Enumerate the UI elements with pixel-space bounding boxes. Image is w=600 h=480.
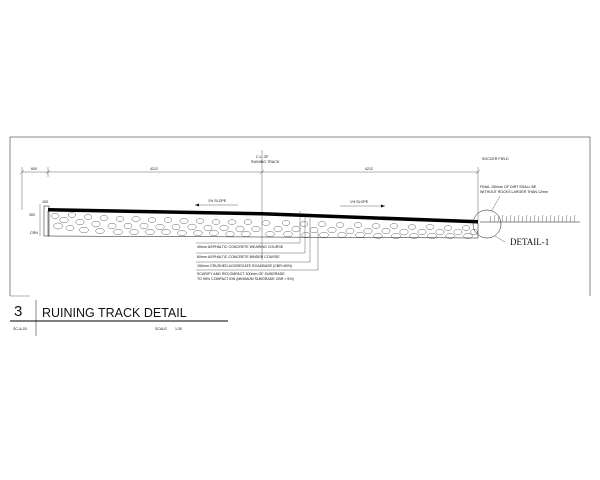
detail-callout-label: DETAIL-1: [510, 237, 549, 247]
scale-label: SCALE: [155, 327, 167, 331]
depth-labels: 100 300 CRN: [29, 200, 48, 236]
layer-note-1: 40mm ASPHALTIC CONCRETE WEARING COURSE: [197, 245, 284, 249]
asphalt-binder-course: [47, 210, 479, 224]
depth-middle-label: 300: [29, 213, 35, 217]
depth-top-label: 100: [42, 200, 48, 204]
layer-note-5: TO 95% COMPACTION (MINIMUM SUBGRADE CBR …: [197, 277, 294, 281]
layer-note-3: 150mm CRUSHED AGGREGATE ROADBASE (CBR>80…: [197, 264, 292, 268]
svg-text:1% SLOPE: 1% SLOPE: [208, 199, 227, 203]
dim-half-width-right: 4212: [365, 167, 373, 171]
soccer-field-label: SOCCER FIELD: [482, 157, 509, 161]
sheet-ref: SC-A-03: [13, 327, 27, 331]
detail-circle: [472, 209, 502, 239]
title-text: RUINING TRACK DETAIL: [42, 306, 187, 320]
soccer-field-grass: [480, 214, 580, 223]
dim-left-strip: 600: [31, 167, 37, 171]
dimension-line: [19, 150, 481, 260]
aggregate-roadbase: [47, 211, 479, 239]
track-cross-section: [43, 205, 479, 239]
layer-notes: 40mm ASPHALTIC CONCRETE WEARING COURSE 6…: [197, 245, 294, 281]
edge-kerb: [43, 205, 50, 237]
slope-arrow-right: 1% SLOPE: [340, 200, 385, 208]
field-note-line-1: FINAL 150mm OF DIRT SHALL BE: [480, 185, 537, 189]
depth-bottom-label: CRN: [30, 231, 38, 235]
centerline-label-2: RUINING TRACK: [251, 160, 280, 164]
slope-arrow-left: 1% SLOPE: [195, 199, 238, 207]
layer-leaders: [196, 211, 319, 271]
centerline-label-1: C.L. OF: [256, 155, 269, 159]
detail-callout: DETAIL-1: [494, 235, 549, 247]
aggregate-stones: [50, 212, 478, 239]
svg-text:1% SLOPE: 1% SLOPE: [350, 200, 369, 204]
field-note-line-2: WITHOUT ROCKS LARGER THAN 12mm: [480, 190, 548, 194]
dim-half-width-left: 4212: [150, 167, 158, 171]
title-block: 3 RUINING TRACK DETAIL SC-A-03 SCALE 1:3…: [10, 295, 228, 336]
scale-value: 1:30: [175, 327, 182, 331]
title-number: 3: [14, 303, 22, 320]
layer-note-2: 60mm ASPHALTIC CONCRETE BINDER COURSE: [197, 255, 280, 259]
field-note: FINAL 150mm OF DIRT SHALL BE WITHOUT ROC…: [480, 185, 548, 211]
asphalt-wearing-course: [48, 208, 478, 223]
layer-note-4: SCARIFY AND RECOMPACT 300mm OF SUBGRADE: [197, 272, 285, 276]
